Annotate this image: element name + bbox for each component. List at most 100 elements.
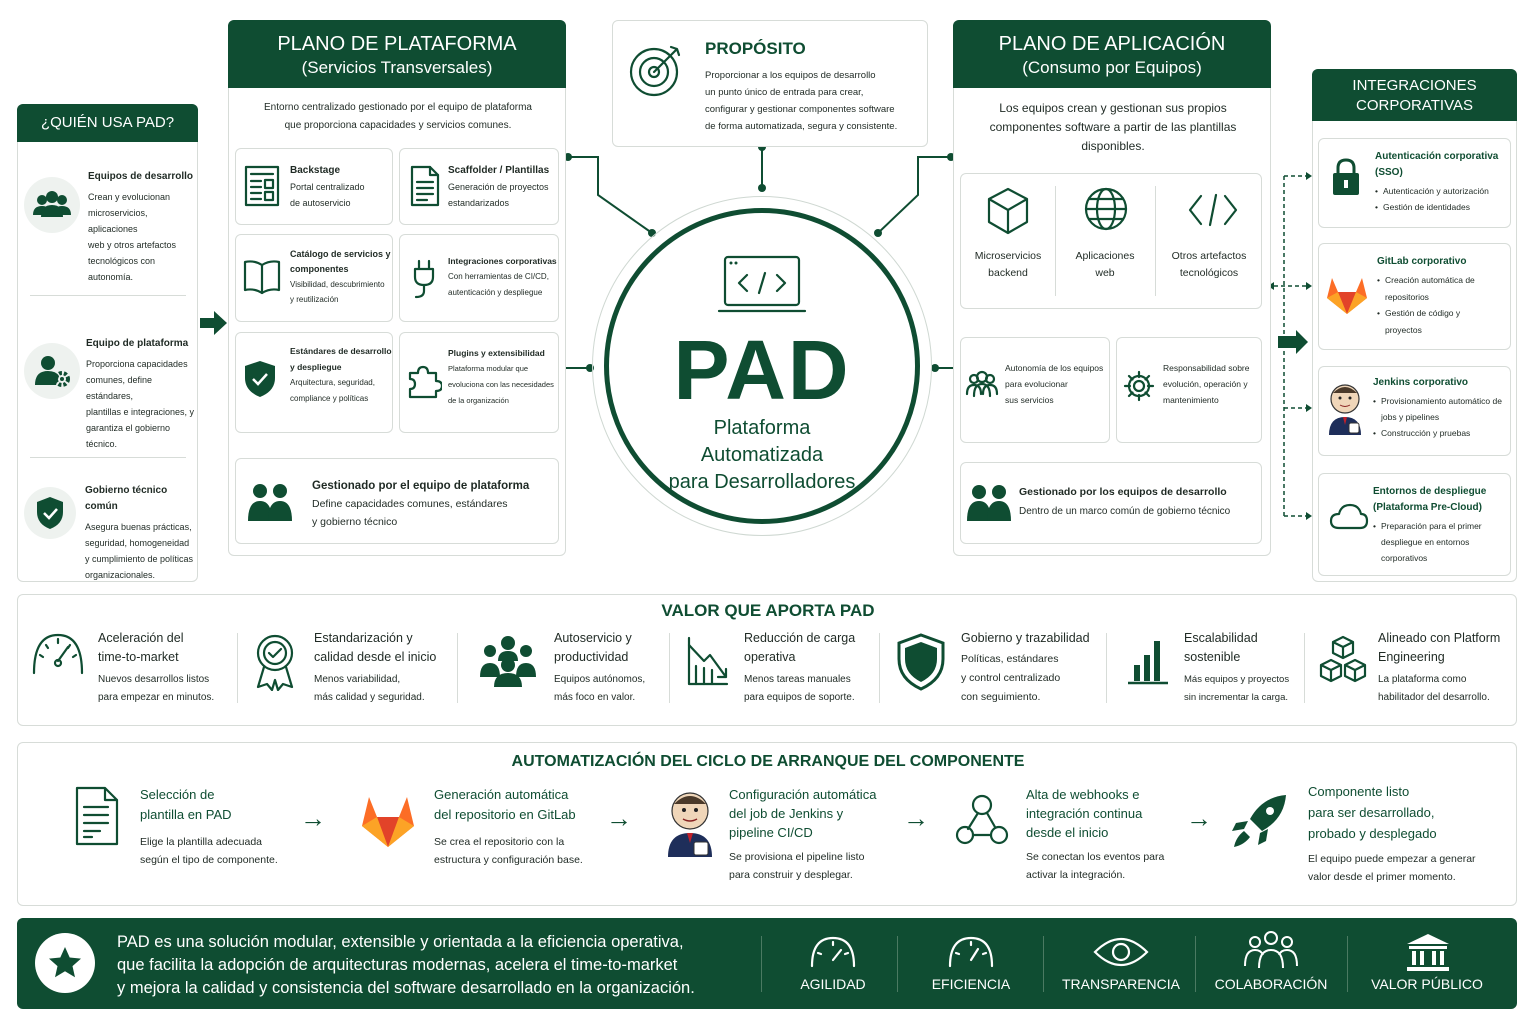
step-title-line: plantilla en PAD bbox=[140, 807, 232, 822]
rocket-icon bbox=[1232, 795, 1286, 847]
integration-gitlab[interactable]: GitLab corporativo Creación automática d… bbox=[1318, 243, 1511, 350]
who-item-title: Equipos de desarrollo bbox=[88, 171, 194, 182]
step-line: Se crea el repositorio con la bbox=[434, 836, 565, 848]
speedometer-icon bbox=[32, 633, 84, 675]
step-title-line: Componente listo bbox=[1308, 784, 1410, 799]
who-item-governance: Gobierno técnico común Asegura buenas pr… bbox=[85, 483, 199, 583]
step-title-line: Generación automática bbox=[434, 787, 569, 802]
purpose-line: un punto único de entrada para crear, bbox=[705, 87, 864, 98]
center-name-line: para Desarrolladores bbox=[668, 471, 856, 493]
value-line: Nuevos desarrollos listos bbox=[98, 674, 210, 685]
arrow-right-icon: → bbox=[606, 803, 632, 833]
integration-title-line: Jenkins corporativo bbox=[1373, 377, 1469, 388]
shield-check-icon bbox=[245, 361, 275, 397]
card-standards[interactable]: Estándares de desarrollo y despliegue Ar… bbox=[235, 332, 393, 433]
center-ring-outer bbox=[592, 196, 932, 536]
value-title-line: Engineering bbox=[1378, 650, 1445, 664]
step-line: Se provisiona el pipeline listo bbox=[729, 851, 865, 863]
integration-jenkins[interactable]: Jenkins corporativo Provisionamiento aut… bbox=[1318, 366, 1511, 456]
value-title-line: Reducción de carga bbox=[744, 631, 856, 645]
card-line: y reutilización bbox=[290, 295, 339, 304]
arrow-right-icon: → bbox=[300, 803, 326, 833]
platform-subtitle: (Servicios Transversales) bbox=[301, 58, 493, 77]
step-title-line: del job de Jenkins y bbox=[729, 806, 844, 821]
who-item-line: y cumplimiento de políticas bbox=[85, 554, 194, 564]
collaboration-icon bbox=[1244, 931, 1298, 969]
value-title-line: Estandarización y bbox=[314, 631, 413, 645]
card-title: Scaffolder / Plantillas bbox=[448, 165, 550, 176]
integration-deploy[interactable]: Entornos de despliegue(Plataforma Pre-Cl… bbox=[1318, 473, 1511, 576]
integration-bullet: Construcción y pruebas bbox=[1373, 425, 1509, 441]
footer-banner: PAD es una solución modular, extensible … bbox=[17, 918, 1517, 1009]
card-line: evolución, operación y bbox=[1163, 379, 1248, 389]
card-plugins[interactable]: Plugins y extensibilidad Plataforma modu… bbox=[399, 332, 559, 433]
purpose-line: Proporcionar a los equipos de desarrollo bbox=[705, 70, 876, 81]
step-title-line: para ser desarrollado, bbox=[1308, 805, 1435, 820]
value-title-line: Autoservicio y bbox=[554, 631, 632, 645]
platform-intro-line: Entorno centralizado gestionado por el e… bbox=[264, 102, 532, 113]
step-title-line: probado y desplegado bbox=[1308, 826, 1437, 841]
value-line: Menos variabilidad, bbox=[314, 674, 401, 685]
step-line: estructura y configuración base. bbox=[434, 854, 583, 866]
code-icon bbox=[1188, 193, 1238, 227]
card-line: para evolucionar bbox=[1005, 379, 1068, 389]
card-line: autenticación y despliegue bbox=[448, 288, 543, 297]
shield-check-icon bbox=[24, 487, 76, 539]
card-line: evoluciona con las necesidades bbox=[448, 380, 554, 389]
application-subtitle: (Consumo por Equipos) bbox=[1022, 58, 1202, 77]
value-line: y control centralizado bbox=[961, 672, 1061, 684]
center-name-line: Automatizada bbox=[700, 444, 824, 466]
integration-title-line: (SSO) bbox=[1375, 167, 1403, 178]
laptop-code-icon bbox=[717, 255, 807, 313]
integrations-title-line: INTEGRACIONES bbox=[1352, 77, 1477, 94]
application-header: PLANO DE APLICACIÓN (Consumo por Equipos… bbox=[953, 20, 1271, 88]
integration-title-line: Entornos de despliegue bbox=[1373, 486, 1487, 497]
application-panel: PLANO DE APLICACIÓN (Consumo por Equipos… bbox=[953, 20, 1271, 556]
eye-icon bbox=[1093, 938, 1149, 966]
integrations-header: INTEGRACIONES CORPORATIVAS bbox=[1312, 69, 1517, 121]
document-icon bbox=[410, 165, 440, 207]
value-title-line: operativa bbox=[744, 650, 796, 664]
card-catalog[interactable]: Catálogo de servicios y componentes Visi… bbox=[235, 234, 393, 322]
integration-bullet: Preparación para el primer despliegue en… bbox=[1373, 518, 1505, 566]
integrations-panel: INTEGRACIONES CORPORATIVAS Autenticación… bbox=[1312, 69, 1517, 582]
purpose-line: de forma automatizada, segura y consiste… bbox=[705, 121, 898, 132]
card-title: Integraciones corporativas bbox=[448, 256, 557, 266]
value-title-line: sostenible bbox=[1184, 650, 1241, 664]
type-line: backend bbox=[988, 267, 1028, 279]
pillar-label: EFICIENCIA bbox=[931, 976, 1011, 992]
card-line: Responsabilidad sobre bbox=[1163, 363, 1250, 373]
gauge-icon bbox=[948, 936, 994, 968]
value-line: más calidad y seguridad. bbox=[314, 692, 425, 703]
platform-intro-line: que proporciona capacidades y servicios … bbox=[284, 120, 512, 131]
card-title: Plugins y extensibilidad bbox=[448, 348, 545, 358]
card-integrations[interactable]: Integraciones corporativas Con herramien… bbox=[399, 234, 559, 322]
integration-sso[interactable]: Autenticación corporativa(SSO) Autentica… bbox=[1318, 138, 1511, 228]
cycle-title: AUTOMATIZACIÓN DEL CICLO DE ARRANQUE DEL… bbox=[511, 753, 1025, 770]
value-line: más foco en valor. bbox=[554, 692, 636, 703]
card-line: Con herramientas de CI/CD, bbox=[448, 272, 549, 281]
type-line: Aplicaciones bbox=[1075, 250, 1135, 262]
card-line: Portal centralizado bbox=[290, 182, 365, 192]
step-title-line: Selección de bbox=[140, 787, 215, 802]
platform-managed-line: y gobierno técnico bbox=[312, 516, 398, 528]
value-line: Más equipos y proyectos bbox=[1184, 674, 1290, 685]
arrow-right-icon: → bbox=[903, 803, 929, 833]
who-item-line: Asegura buenas prácticas, bbox=[85, 522, 192, 532]
card-line: Autonomía de los equipos bbox=[1005, 363, 1104, 373]
card-line: Generación de proyectos bbox=[448, 182, 549, 192]
card-scaffolder[interactable]: Scaffolder / Plantillas Generación de pr… bbox=[399, 148, 559, 225]
center-circle: PAD Plataforma Automatizada para Desarro… bbox=[604, 208, 920, 524]
who-item-title: Equipo de plataforma bbox=[86, 338, 189, 349]
step-line: para construir y desplegar. bbox=[729, 869, 853, 881]
application-intro-line: Los equipos crean y gestionan sus propio… bbox=[999, 101, 1227, 115]
badge-icon bbox=[256, 634, 294, 691]
application-managed: Gestionado por los equipos de desarrollo… bbox=[960, 462, 1262, 544]
integration-bullet: Creación automática de repositorios bbox=[1377, 272, 1489, 305]
document-icon bbox=[75, 786, 119, 846]
platform-managed-title: Gestionado por el equipo de plataforma bbox=[312, 480, 530, 492]
step-line: El equipo puede empezar a generar bbox=[1308, 853, 1476, 865]
type-line: Microservicios bbox=[974, 250, 1042, 262]
who-item-line: tecnológicos con autonomía. bbox=[88, 256, 156, 282]
